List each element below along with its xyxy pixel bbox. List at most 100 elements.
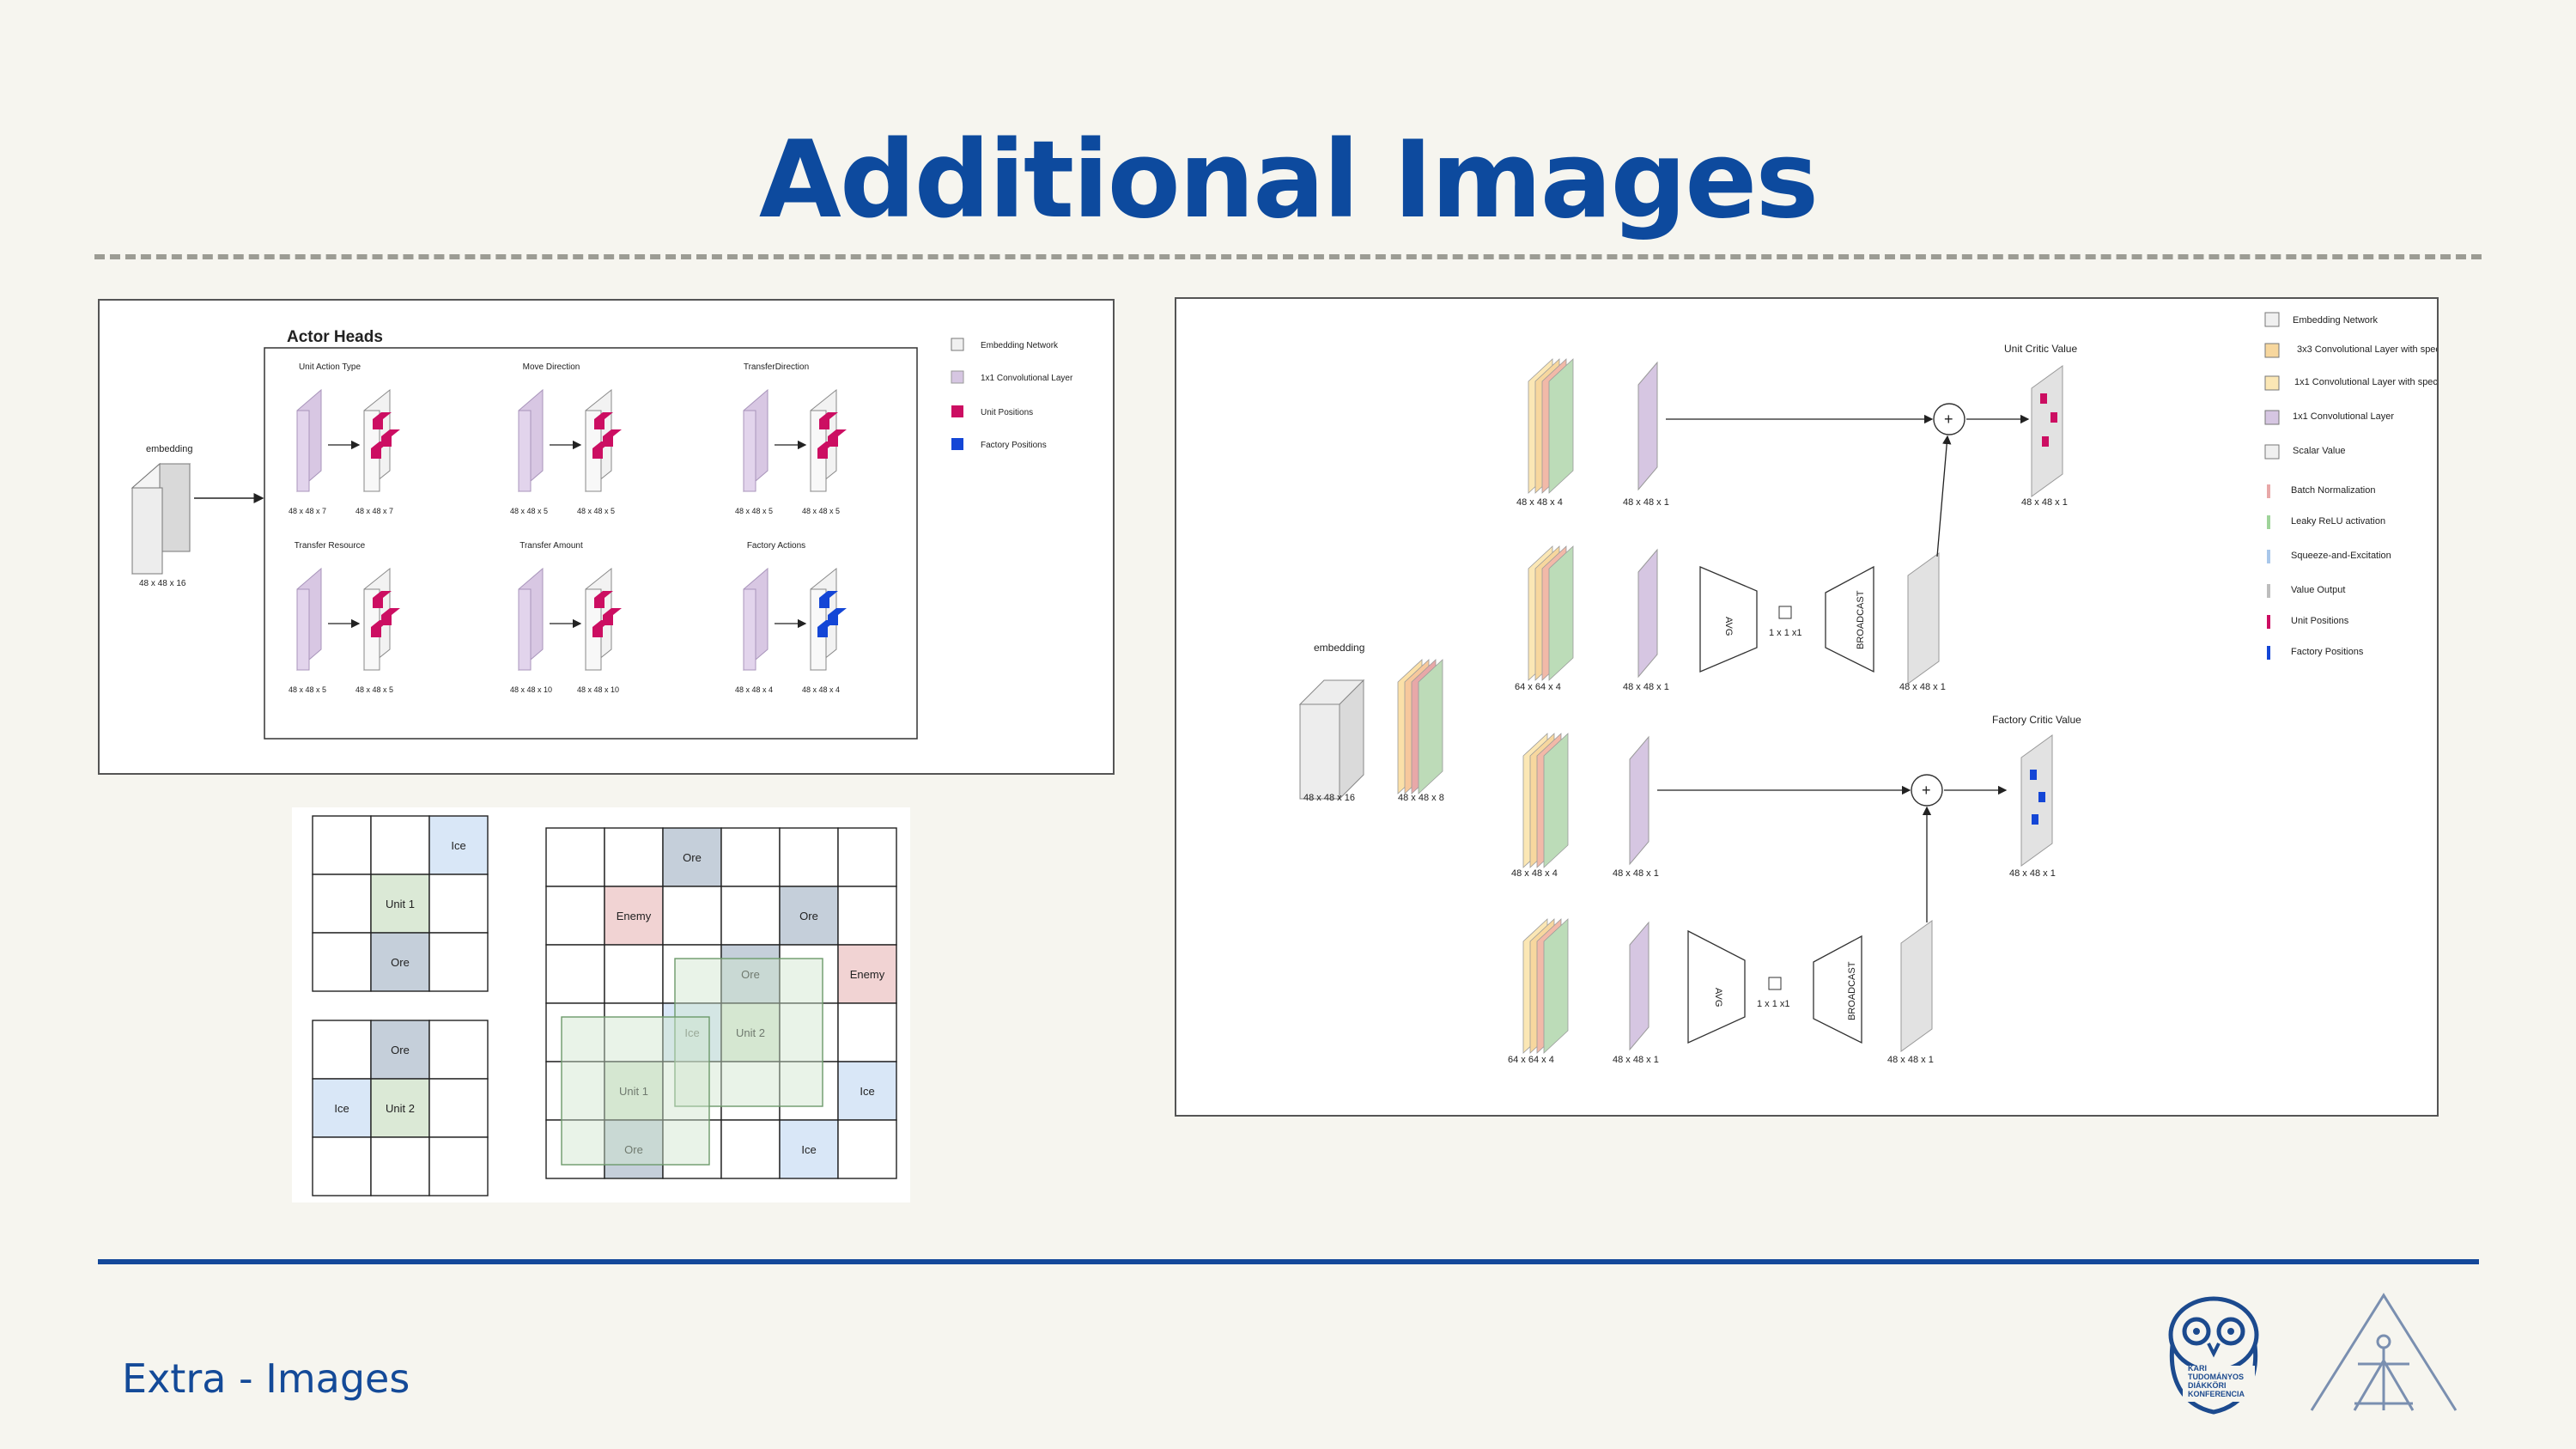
dim-u-bot-out: 48 x 48 x 1 [1899,682,1946,692]
grid-cell [720,886,781,946]
critic-stem-stack [1397,659,1443,795]
unit-position-marker [373,412,392,429]
factory-critic-title: Factory Critic Value [1992,714,2081,726]
dim-u-out: 48 x 48 x 1 [2021,497,2068,508]
grid-cell [312,932,372,992]
critic-legend-swatch [2264,375,2280,391]
dim-u-bot-conv: 64 x 64 x 4 [1515,682,1561,692]
head-title: Transfer Amount [519,541,583,551]
legend-embedding-swatch [951,338,964,351]
grid-cell [428,1020,489,1080]
legend-unit-swatch [951,405,963,417]
u-scalar-cube [1778,606,1792,619]
grid-cell [779,944,839,1004]
grid-cell [312,1136,372,1196]
embedding-block [131,462,191,575]
critic-embedding-label: embedding [1314,642,1364,654]
f-top-1x1 [1629,735,1649,866]
dim-f-bot-1x1: 48 x 48 x 1 [1613,1055,1659,1065]
u-sum-node [1933,403,1965,435]
grid-cell [837,1119,897,1179]
grid-cell [428,1078,489,1138]
svg-text:+: + [1944,411,1953,428]
grid-cell [545,1061,605,1121]
f-scalar-cube [1768,977,1782,990]
factory-position-marker [819,591,838,608]
grid-cell [779,886,839,946]
grid-cell [604,1002,664,1062]
critic-legend-5: Batch Normalization [2291,485,2375,496]
grid-cell [428,874,489,934]
unit-position-marker [371,620,390,637]
grid-cell [545,1002,605,1062]
avg-label-unit: AVG [1723,617,1734,636]
avg-label-factory: AVG [1713,988,1723,1007]
grid-cell [662,886,722,946]
critic-legend-7: Squeeze-and-Excitation [2291,551,2391,561]
grid-cell-label: Ore [391,956,410,969]
critic-legend-6: Leaky ReLU activation [2291,516,2385,527]
critic-legend-2: 1x1 Convolutional Layer with spectra nor… [2294,377,2437,387]
f-sum-node [1911,774,1943,807]
unit-position-marker [594,591,613,608]
actor-heads-diagram: Actor Heads embedding 48 x 48 x 16 Unit … [131,328,1073,740]
dim-f-top-1x1: 48 x 48 x 1 [1613,868,1659,879]
embedding-dim: 48 x 48 x 16 [139,579,186,588]
grid-cell [545,886,605,946]
grid-cell [720,827,781,887]
factory-position-marker [2032,814,2038,825]
legend-conv-swatch [951,370,964,384]
grid-cell-label: Ice [801,1143,816,1156]
critic-legend-swatch [2267,646,2270,660]
u-bot-output [1907,552,1940,685]
critic-embedding-dim: 48 x 48 x 16 [1303,793,1355,803]
grid-cell [370,874,430,934]
grid-cell [837,827,897,887]
grid-cell-label: Ore [391,1044,410,1056]
head-title: TransferDirection [744,362,809,372]
dim-u-bot-1x1: 48 x 48 x 1 [1623,682,1669,692]
critic-legend-swatch [2267,615,2270,629]
dim-f-bot-conv: 64 x 64 x 4 [1508,1055,1554,1065]
grid-cell-label: Ice [451,839,465,852]
critic-legend-swatch [2267,484,2270,498]
head-in-dim: 48 x 48 x 7 [289,507,326,515]
unit-critic-title: Unit Critic Value [2004,343,2077,355]
dim-f-out: 48 x 48 x 1 [2009,868,2056,879]
grid-cell [779,827,839,887]
grid-cell [837,944,897,1004]
embedding-label: embedding [146,444,192,454]
grid-cell [370,932,430,992]
critic-legend-swatch [2267,515,2270,529]
unit-position-marker [594,412,613,429]
grid-cell [428,932,489,992]
grid-cell [720,1119,781,1179]
critic-legend-swatch [2267,584,2270,598]
f-critic-output [2020,734,2053,867]
grid-cell-label: Unit 2 [386,1102,415,1115]
critic-layer: ++ [1298,358,2063,1054]
grid-cell [604,944,664,1004]
unit-position-marker [2040,393,2047,404]
f-avg-pool [1687,929,1746,1044]
critic-legend-4: Scalar Value [2293,446,2346,456]
critic-legend-swatch [2264,343,2280,358]
head-in-dim: 48 x 48 x 10 [510,685,552,694]
grid-cell [837,1061,897,1121]
f-bot-1x1 [1629,921,1649,1051]
head-title: Factory Actions [747,541,805,551]
grid-cell [779,1002,839,1062]
footer-section-label: Extra - Images [122,1355,410,1402]
dim-f-bot-out: 48 x 48 x 1 [1887,1055,1934,1065]
dim-f-top-conv: 48 x 48 x 4 [1511,868,1558,879]
legend-item-1: 1x1 Convolutional Layer [981,374,1073,383]
head-title: Move Direction [523,362,580,372]
u-bot-1x1 [1637,548,1658,679]
critic-legend-swatch [2267,550,2270,563]
